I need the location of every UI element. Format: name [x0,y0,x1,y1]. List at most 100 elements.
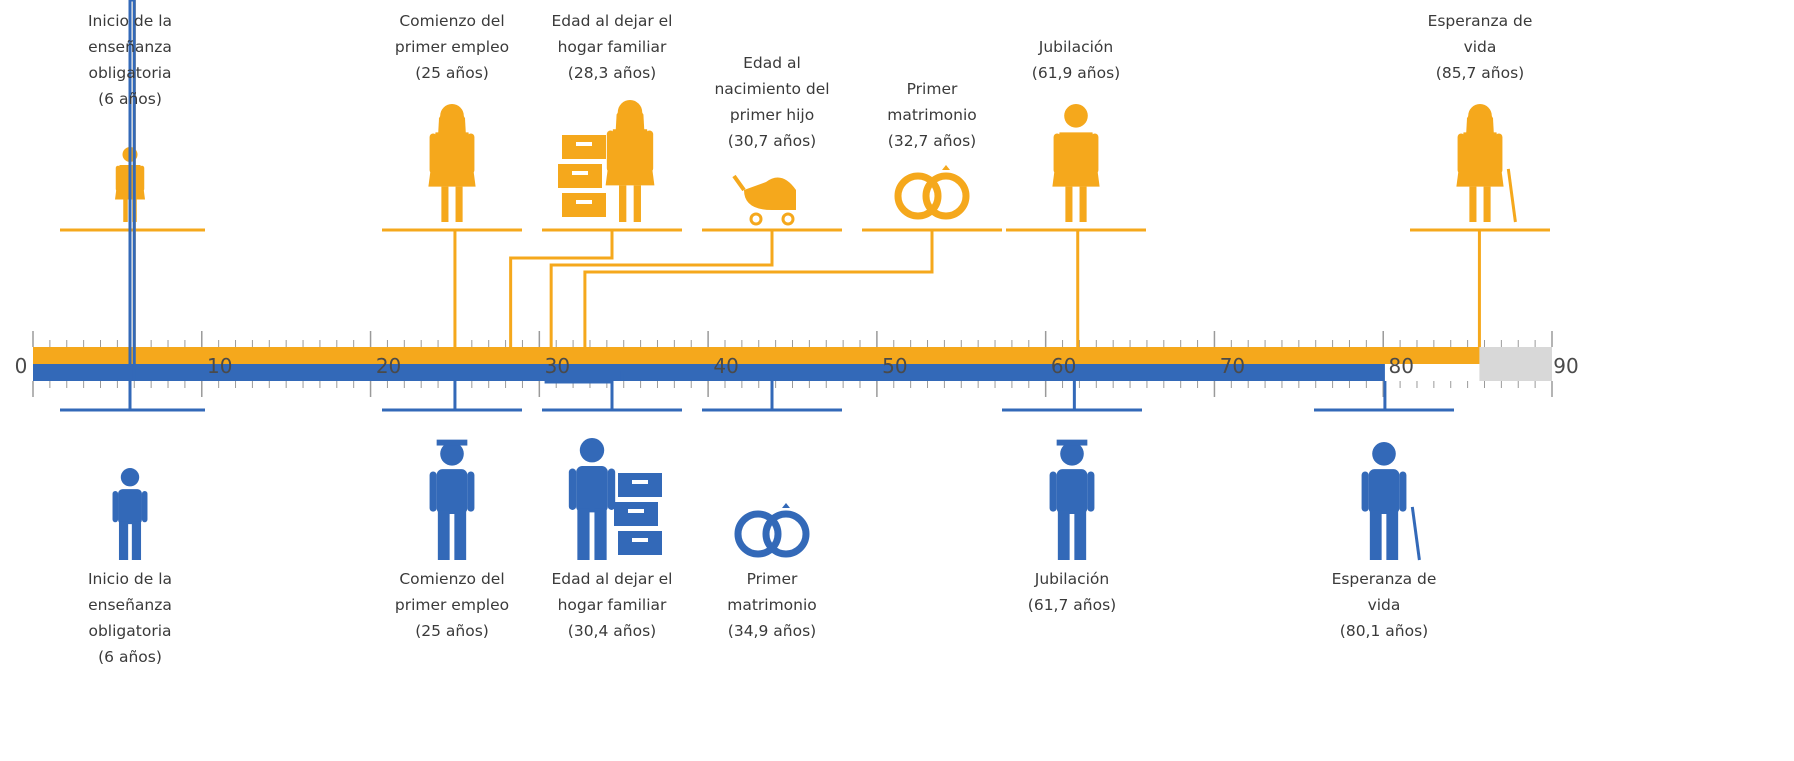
label-line: obligatoria [88,622,172,640]
label-line: (25 años) [415,622,489,640]
leg [1079,186,1087,222]
arm [115,165,121,192]
leg [1483,186,1491,222]
hair [437,106,467,140]
label-line: Comienzo del [399,12,505,30]
label-line: hogar familiar [557,596,667,614]
box [614,502,658,526]
wheel [781,212,795,226]
tick-label: 90 [1553,354,1579,378]
ring [762,510,810,558]
torso [436,469,468,514]
dress [605,129,655,186]
box [562,135,606,159]
leg [437,510,450,560]
arm [429,471,437,512]
arm [1053,133,1061,174]
label-line: (34,9 años) [727,622,817,640]
head [1064,104,1088,128]
arm [606,130,615,172]
arm [1361,471,1369,512]
leg [1057,510,1070,560]
leg [1065,186,1073,222]
arm [1087,471,1095,512]
male-connector [544,380,614,410]
label-line: (80,1 años) [1339,622,1429,640]
leg [118,521,129,560]
arm [467,471,475,512]
male-connector [128,0,136,410]
label-line: Comienzo del [399,570,505,588]
label-line: (61,7 años) [1027,596,1117,614]
hair [1465,106,1495,140]
female-milestone-label: Edad al dejar el hogar familiar (28,3 años… [522,8,702,86]
leg [123,199,128,222]
box-handle [572,171,588,175]
label-line: (30,4 años) [567,622,657,640]
arm [607,468,616,510]
tick-label: 40 [713,354,739,378]
ruler-ticks [32,331,1553,397]
label-line: (28,3 años) [567,64,657,82]
hat [436,439,468,446]
working-woman-icon [428,104,476,222]
arm [429,133,437,174]
leg [633,185,641,222]
retired-woman-icon [1052,104,1100,222]
label-line: hogar familiar [557,38,667,56]
arm [1091,133,1099,174]
label-line: matrimonio [887,106,977,124]
female-connector [509,230,614,347]
boy-icon [112,468,148,560]
arm [1457,133,1465,174]
arm [1495,133,1503,174]
head [440,442,464,466]
female-connector [549,230,774,347]
arm [568,468,577,510]
torso [1056,469,1088,514]
label-line: (6 años) [98,648,162,666]
female-timeline-bar [33,347,1480,364]
leg [131,521,142,560]
label-line: Edad al dejar el [551,12,673,30]
box-handle [576,200,592,204]
dress [1052,132,1100,187]
label-line: Edad al dejar el [551,570,673,588]
label-line: Edad al [743,54,801,72]
remaining-years-bar [1479,347,1552,381]
head [579,438,605,463]
arm [1049,471,1057,512]
man-with-boxes-icon [568,438,662,560]
hair [615,102,645,137]
male-milestone-label: Jubilación(61,7 años) [982,566,1162,618]
arm [467,133,475,174]
label-line: enseñanza [88,596,172,614]
box-handle [632,480,648,484]
tick-label: 0 [14,354,28,378]
wedding-rings-icon [894,165,970,220]
tick-label: 70 [1219,354,1246,378]
torso [576,466,608,513]
tick-label: 80 [1388,354,1414,378]
leg [441,186,449,222]
box [618,473,662,497]
leg [1369,510,1382,560]
label-line: Jubilación [1038,38,1114,56]
label-line: (30,7 años) [727,132,817,150]
ring-stone [782,503,790,508]
tick-label: 10 [207,354,233,378]
label-line: Esperanza de [1331,570,1437,588]
leg [1386,510,1399,560]
stroller-handle [732,174,746,192]
label-line: primer empleo [394,38,510,56]
